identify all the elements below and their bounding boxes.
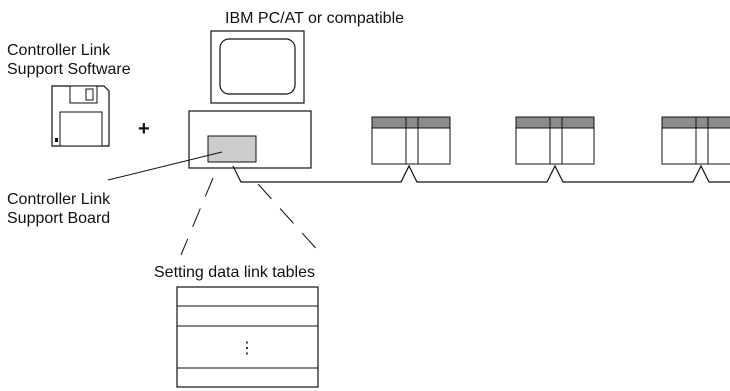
plc-node-icon (661, 116, 730, 165)
board-label-line2: Support Board (7, 210, 110, 227)
software-label-line2: Support Software (7, 61, 131, 78)
tables-dashed-line-right (257, 183, 323, 256)
pc-monitor-icon (210, 30, 305, 104)
tables-dashed-line-left (180, 177, 214, 256)
tables-label: Setting data link tables (154, 264, 315, 281)
network-cable (232, 164, 730, 183)
plc-node-icon (371, 116, 451, 165)
support-board (207, 135, 257, 163)
plc-node-icon (515, 116, 595, 165)
floppy-disk-icon (51, 85, 110, 147)
software-label-line1: Controller Link (7, 42, 111, 59)
board-leader-line (107, 151, 223, 181)
plus-sign: + (138, 118, 150, 140)
table-ellipsis: ⋮ (239, 340, 255, 357)
data-link-table (176, 286, 319, 388)
computer-label: IBM PC/AT or compatible (225, 10, 404, 27)
board-label-line1: Controller Link (7, 191, 111, 208)
